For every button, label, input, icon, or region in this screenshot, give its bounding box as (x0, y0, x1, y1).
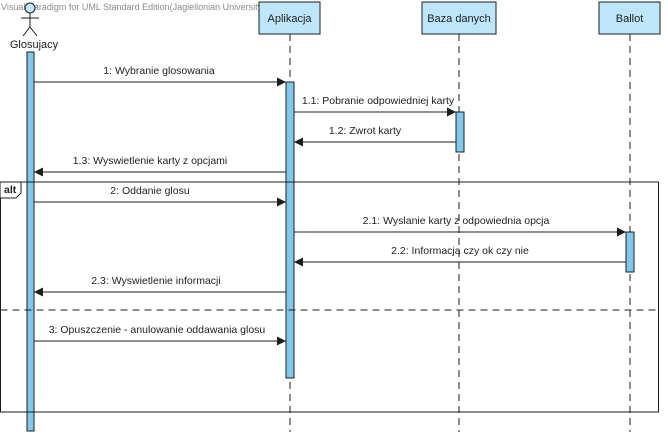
message-label: 2: Oddanie glosu (110, 185, 190, 197)
message-label: 1: Wybranie glosowania (103, 65, 215, 77)
actor-stick-figure-icon[interactable] (21, 2, 39, 37)
lifeline-ballot-header[interactable]: Ballot (598, 1, 661, 35)
message-1[interactable]: 1: Wybranie glosowania (34, 65, 286, 87)
alt-operator-tab (0, 181, 22, 199)
alt-operator-label: alt (4, 184, 17, 196)
message-label: 2.2: Informacja czy ok czy nie (391, 245, 529, 257)
aplikacja-activation-bar[interactable] (285, 81, 295, 379)
message-label: 1.3: Wyswietlenie karty z opcjami (73, 155, 228, 167)
lifeline-aplikacja-label: Aplikacja (267, 13, 312, 25)
message-3[interactable]: 3: Opuszczenie - anulowanie oddawania gl… (34, 324, 286, 346)
lifeline-aplikacja-header[interactable]: Aplikacja (258, 1, 321, 35)
ballot-activation-bar[interactable] (625, 231, 635, 273)
lifeline-ballot-label: Ballot (616, 13, 644, 25)
message-2-3[interactable]: 2.3: Wyswietlenie informacji (34, 275, 286, 297)
message-label: 2.1: Wyslanie karty z odpowiednia opcja (363, 215, 550, 227)
lifeline-baza-danych-label: Baza danych (427, 13, 491, 25)
message-label: 3: Opuszczenie - anulowanie oddawania gl… (49, 324, 266, 336)
message-2-2[interactable]: 2.2: Informacja czy ok czy nie (294, 245, 626, 267)
alt-fragment[interactable]: alt (0, 181, 659, 413)
message-label: 1.1: Pobranie odpowiedniej karty (302, 95, 455, 107)
watermark-text: Visual Paradigm for UML Standard Edition… (1, 2, 265, 12)
message-1-1[interactable]: 1.1: Pobranie odpowiedniej karty (294, 95, 456, 117)
message-label: 2.3: Wyswietlenie informacji (91, 275, 220, 287)
message-label: 1.2: Zwrot karty (329, 125, 402, 137)
message-2[interactable]: 2: Oddanie glosu (34, 185, 286, 207)
lifeline-baza-danych-header[interactable]: Baza danych (421, 1, 497, 35)
message-1-2[interactable]: 1.2: Zwrot karty (294, 125, 456, 147)
message-1-3[interactable]: 1.3: Wyswietlenie karty z opcjami (34, 155, 286, 177)
baza-danych-activation-bar[interactable] (455, 111, 465, 153)
actor-activation-bar[interactable] (26, 51, 35, 432)
actor-name: Glosujacy (10, 39, 59, 51)
message-2-1[interactable]: 2.1: Wyslanie karty z odpowiednia opcja (294, 215, 626, 237)
